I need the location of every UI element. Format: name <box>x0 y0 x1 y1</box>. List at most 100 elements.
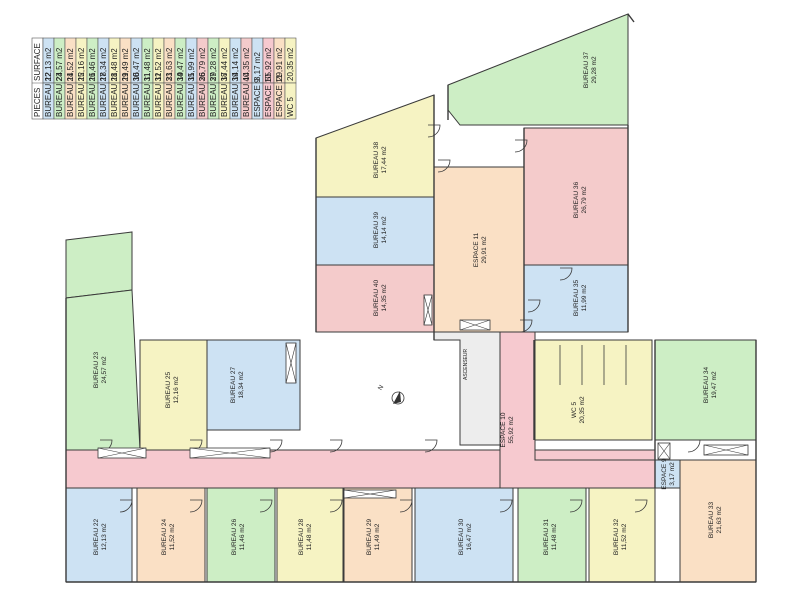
table-area-text: 14,35 m2 <box>242 47 251 81</box>
room-area: 11,52 m2 <box>621 523 628 550</box>
table-header-area: SURFACE <box>33 43 42 81</box>
crossed-box-lines <box>189 447 271 459</box>
door-arc <box>329 499 343 513</box>
room-area: 12,16 m2 <box>173 376 180 403</box>
table-room-text: BUREAU 35 <box>187 72 196 117</box>
room-name: BUREAU 28 <box>298 519 305 556</box>
room-name: BUREAU 23 <box>93 352 100 389</box>
room-name: WC 5 <box>571 401 578 418</box>
room-area: 11,52 m2 <box>169 523 176 550</box>
table-room-text: BUREAU 33 <box>165 72 174 117</box>
table-area-text: 55,92 m2 <box>264 47 273 81</box>
crossed-box-lines <box>423 294 433 326</box>
room-area: 29,91 m2 <box>481 236 488 263</box>
table-room-text: ESPACE 9 <box>253 78 262 117</box>
room-area: 11,46 m2 <box>239 523 246 550</box>
crossed-box-lines <box>657 442 671 460</box>
door-arc <box>514 139 528 153</box>
room-area: 3,17 m2 <box>669 462 676 486</box>
table-room-text: BUREAU 31 <box>143 72 152 117</box>
door-arc <box>569 499 583 513</box>
room-name: BUREAU 24 <box>161 519 168 556</box>
table-room-text: BUREAU 30 <box>132 72 141 117</box>
room-area: 19,47 m2 <box>711 371 718 398</box>
room-area: 14,14 m2 <box>381 216 388 243</box>
room-name: BUREAU 31 <box>543 519 550 556</box>
crossed-box-lines <box>97 447 147 459</box>
structure-layer <box>65 13 757 583</box>
room-area: 29,28 m2 <box>591 56 598 83</box>
room-name: BUREAU 36 <box>573 182 580 219</box>
table-room-text: BUREAU 40 <box>242 72 251 117</box>
room-area: 14,35 m2 <box>381 284 388 311</box>
table-room-text: BUREAU 38 <box>220 72 229 117</box>
elevator-label: ASCENSEUR <box>463 348 469 380</box>
table-room-text: BUREAU 36 <box>198 72 207 117</box>
table-room-text: BUREAU 37 <box>209 72 218 117</box>
door-arc <box>259 499 273 513</box>
door-arc <box>527 299 541 313</box>
table-area-text: 24,57 m2 <box>55 47 64 81</box>
table-room-text: BUREAU 29 <box>121 72 130 117</box>
room-name: BUREAU 34 <box>703 367 710 404</box>
room-b37 <box>447 13 629 126</box>
room-name: BUREAU 40 <box>373 280 380 317</box>
table-room-text: BUREAU 22 <box>44 72 53 117</box>
door-arc <box>269 439 283 453</box>
table-area-text: 11,48 m2 <box>143 48 152 81</box>
door-arc <box>189 499 203 513</box>
wall <box>627 13 635 23</box>
room-area: 11,99 m2 <box>581 284 588 311</box>
table-area-text: 3,17 m2 <box>253 52 262 81</box>
room-name: BUREAU 22 <box>93 519 100 556</box>
table-area-text: 26,79 m2 <box>198 47 207 81</box>
room-name: BUREAU 39 <box>373 212 380 249</box>
door-arc <box>437 159 451 173</box>
crossed-box-lines <box>285 342 297 384</box>
rooms-layer <box>65 13 757 583</box>
door-arc <box>559 267 573 281</box>
room-area: 16,47 m2 <box>466 523 473 550</box>
table-area-text: 21,63 m2 <box>165 47 174 81</box>
table-area-text: 14,14 m2 <box>231 47 240 81</box>
table-room-text: ESPACE 11 <box>275 74 284 117</box>
door-arc <box>427 124 441 138</box>
crossed-box-lines <box>703 444 749 456</box>
table-room-text: BUREAU 28 <box>110 72 119 117</box>
table-room-text: BUREAU 25 <box>77 72 86 117</box>
room-name: BUREAU 27 <box>230 367 237 404</box>
table-area-text: 11,46 m2 <box>88 48 97 81</box>
table-room-cell <box>284 82 297 120</box>
table-area-text: 12,13 m2 <box>44 47 53 81</box>
door-arc <box>399 499 413 513</box>
table-area-text: 11,52 m2 <box>66 48 75 81</box>
room-b27 <box>206 339 301 431</box>
door-arc <box>424 439 438 453</box>
room-name: BUREAU 25 <box>165 372 172 409</box>
table-area-text: 18,34 m2 <box>99 47 108 81</box>
table-header-room: PIECES <box>33 88 42 117</box>
door-arc <box>634 499 648 513</box>
crossed-box-lines <box>343 489 397 499</box>
crossed-box-lines <box>459 319 491 331</box>
room-name: BUREAU 30 <box>458 519 465 556</box>
table-room-text: BUREAU 34 <box>176 72 185 117</box>
room-area: 21,63 m2 <box>716 506 723 533</box>
